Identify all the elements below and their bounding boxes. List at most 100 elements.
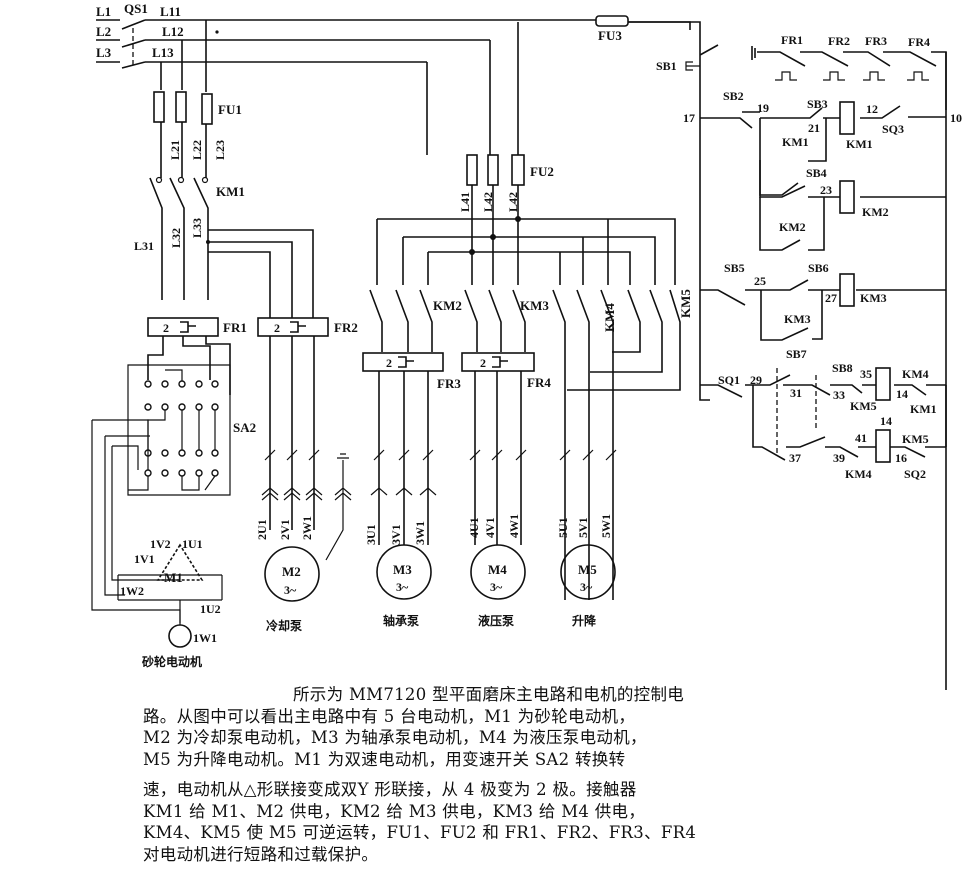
contactor-label-km1: KM1 — [216, 184, 245, 199]
svg-text:KM2: KM2 — [779, 220, 806, 234]
coil-km1 — [839, 101, 855, 135]
caption-line: 所示为 MM7120 型平面磨床主电路和电机的控制电 — [293, 685, 685, 704]
bus-label-l11: L11 — [160, 4, 181, 19]
svg-text:16: 16 — [895, 451, 907, 465]
svg-text:SB8: SB8 — [832, 361, 853, 375]
terminal-1v1: 1V1 — [134, 552, 155, 566]
fuse-fu2-c — [511, 154, 525, 186]
svg-text:FR4: FR4 — [908, 35, 930, 49]
motor-label-m2: M2 — [282, 564, 301, 579]
fuse-label-fu3: FU3 — [598, 28, 622, 43]
svg-text:FR2: FR2 — [828, 34, 850, 48]
terminal-1u2: 1U2 — [200, 602, 221, 616]
svg-text:L42: L42 — [481, 192, 495, 212]
svg-text:39: 39 — [833, 451, 845, 465]
svg-text:5U1: 5U1 — [556, 517, 570, 538]
fuse-fu3: FU3 — [595, 15, 701, 55]
motor-label-m4: M4 — [488, 562, 507, 577]
motor-m2: 2U1 2V1 2W1 M2 3~ 冷却泵 — [255, 336, 352, 633]
thermal-relay-fr2: 2 FR2 — [257, 317, 358, 337]
svg-text:25: 25 — [754, 274, 766, 288]
svg-text:3U1: 3U1 — [364, 524, 378, 545]
svg-text:KM5: KM5 — [902, 432, 929, 446]
svg-text:KM3: KM3 — [784, 312, 811, 326]
relay-label-fr4: FR4 — [527, 375, 551, 390]
thermal-relay-fr1: 2 FR1 — [147, 317, 247, 337]
svg-text:2V1: 2V1 — [278, 519, 292, 540]
svg-text:19: 19 — [757, 101, 769, 115]
caption-line: 路。从图中可以看出主电路中有 5 台电动机，M1 为砂轮电动机， — [143, 706, 636, 726]
m1-delta-winding — [156, 543, 204, 581]
svg-text:2W1: 2W1 — [300, 516, 314, 540]
contactor-label-km4: KM4 — [602, 303, 617, 332]
svg-text:5W1: 5W1 — [599, 514, 613, 538]
caption-line: M2 为冷却泵电动机，M3 为轴承泵电动机，M4 为液压泵电动机， — [143, 728, 647, 747]
caption-line: KM1 给 M1、M2 供电，KM2 给 M3 供电，KM3 给 M4 供电， — [143, 801, 646, 821]
motor-m1: M1 1V2 1U1 1V1 1W2 1U2 1W1 砂轮电动机 — [117, 537, 223, 669]
motor-m3: 3U1 3V1 3W1 M3 3~ 轴承泵 — [364, 371, 437, 628]
wire-label-l21: L21 — [168, 140, 182, 160]
svg-text:4V1: 4V1 — [483, 517, 497, 538]
svg-text:12: 12 — [866, 102, 878, 116]
svg-text:KM2: KM2 — [862, 205, 889, 219]
svg-text:SB7: SB7 — [786, 347, 807, 361]
phase-label-l2: L2 — [96, 24, 111, 39]
motor-label-m5: M5 — [578, 562, 597, 577]
phase-label-l3: L3 — [96, 45, 112, 60]
m1-m2-supply-branch: FU1 L21 L22 L23 KM1 L31 L32 L33 — [134, 20, 314, 318]
svg-text:2U1: 2U1 — [255, 519, 269, 540]
svg-text:14: 14 — [896, 387, 908, 401]
svg-text:27: 27 — [825, 291, 837, 305]
thermal-relay-fr4: 2 FR4 — [461, 352, 551, 390]
fuse-fu1-b — [175, 91, 187, 123]
svg-text:SB5: SB5 — [724, 261, 745, 275]
motor-label-m1: M1 — [164, 570, 183, 585]
coil-km5 — [875, 429, 891, 463]
caption-line: KM4、KM5 使 M5 可逆运转，FU1、FU2 和 FR1、FR2、FR3、… — [143, 823, 697, 842]
contactor-label-km5: KM5 — [678, 289, 693, 318]
motor-m4: 4U1 4V1 4W1 M4 3~ 液压泵 — [467, 371, 527, 628]
svg-text:2: 2 — [163, 321, 169, 335]
svg-text:SB2: SB2 — [723, 89, 744, 103]
fr-nc-contacts — [757, 51, 947, 690]
fuse-fu1-c — [201, 93, 213, 125]
coil-km2 — [839, 180, 855, 214]
wire-label-l31: L31 — [134, 239, 154, 253]
svg-text:4W1: 4W1 — [507, 514, 521, 538]
svg-text:35: 35 — [860, 367, 872, 381]
svg-text:14: 14 — [880, 414, 892, 428]
svg-text:10: 10 — [950, 111, 962, 125]
svg-text:21: 21 — [808, 121, 820, 135]
svg-text:SQ2: SQ2 — [904, 467, 926, 481]
caption-line: 速，电动机从△形联接变成双Y 形联接，从 4 极变为 2 极。接触器 — [143, 780, 637, 799]
wire-label-l32: L32 — [169, 228, 183, 248]
fuse-fu2-a — [466, 154, 478, 186]
svg-text:4U1: 4U1 — [467, 517, 481, 538]
phase-label-l1: L1 — [96, 4, 111, 19]
svg-text:2: 2 — [274, 321, 280, 335]
circuit-diagram: L1 L2 L3 QS1 L11 L12 L13 FU1 L21 L22 L23… — [91, 1, 962, 690]
fuse-fu1-a — [153, 91, 165, 123]
svg-text:KM1: KM1 — [846, 137, 873, 151]
switch-label-qs1: QS1 — [124, 1, 148, 16]
svg-text:SQ1: SQ1 — [718, 373, 740, 387]
control-circuit: SB1 17 FR1 FR2 FR3 FR4 10 SB2 19 SB3 21 … — [656, 33, 962, 690]
motor-name-m5: 升降 — [572, 613, 597, 628]
bus-label-l12: L12 — [162, 24, 184, 39]
wire-label-l23: L23 — [213, 140, 227, 160]
button-label-sb1: SB1 — [656, 59, 677, 73]
motor-label-m3: M3 — [393, 562, 412, 577]
caption: 所示为 MM7120 型平面磨床主电路和电机的控制电 路。从图中可以看出主电路中… — [143, 684, 833, 865]
svg-text:2: 2 — [386, 356, 392, 370]
svg-text:41: 41 — [855, 431, 867, 445]
motor-name-m3: 轴承泵 — [383, 613, 419, 628]
svg-text:SB4: SB4 — [806, 166, 827, 180]
fuse-label-fu2: FU2 — [530, 164, 554, 179]
svg-text:3~: 3~ — [490, 580, 503, 594]
speed-switch-sa2: SA2 — [91, 336, 256, 625]
svg-text:SB6: SB6 — [808, 261, 829, 275]
m3-m5-supply-branch: FU2 L41 L42 L42 KM2 KM3 KM4 KM5 — [369, 22, 693, 600]
terminal-1w2: 1W2 — [120, 584, 144, 598]
caption-line: M5 为升降电动机。M1 为双速电动机，用变速开关 SA2 转换转 — [143, 749, 626, 769]
svg-text:3V1: 3V1 — [389, 524, 403, 545]
